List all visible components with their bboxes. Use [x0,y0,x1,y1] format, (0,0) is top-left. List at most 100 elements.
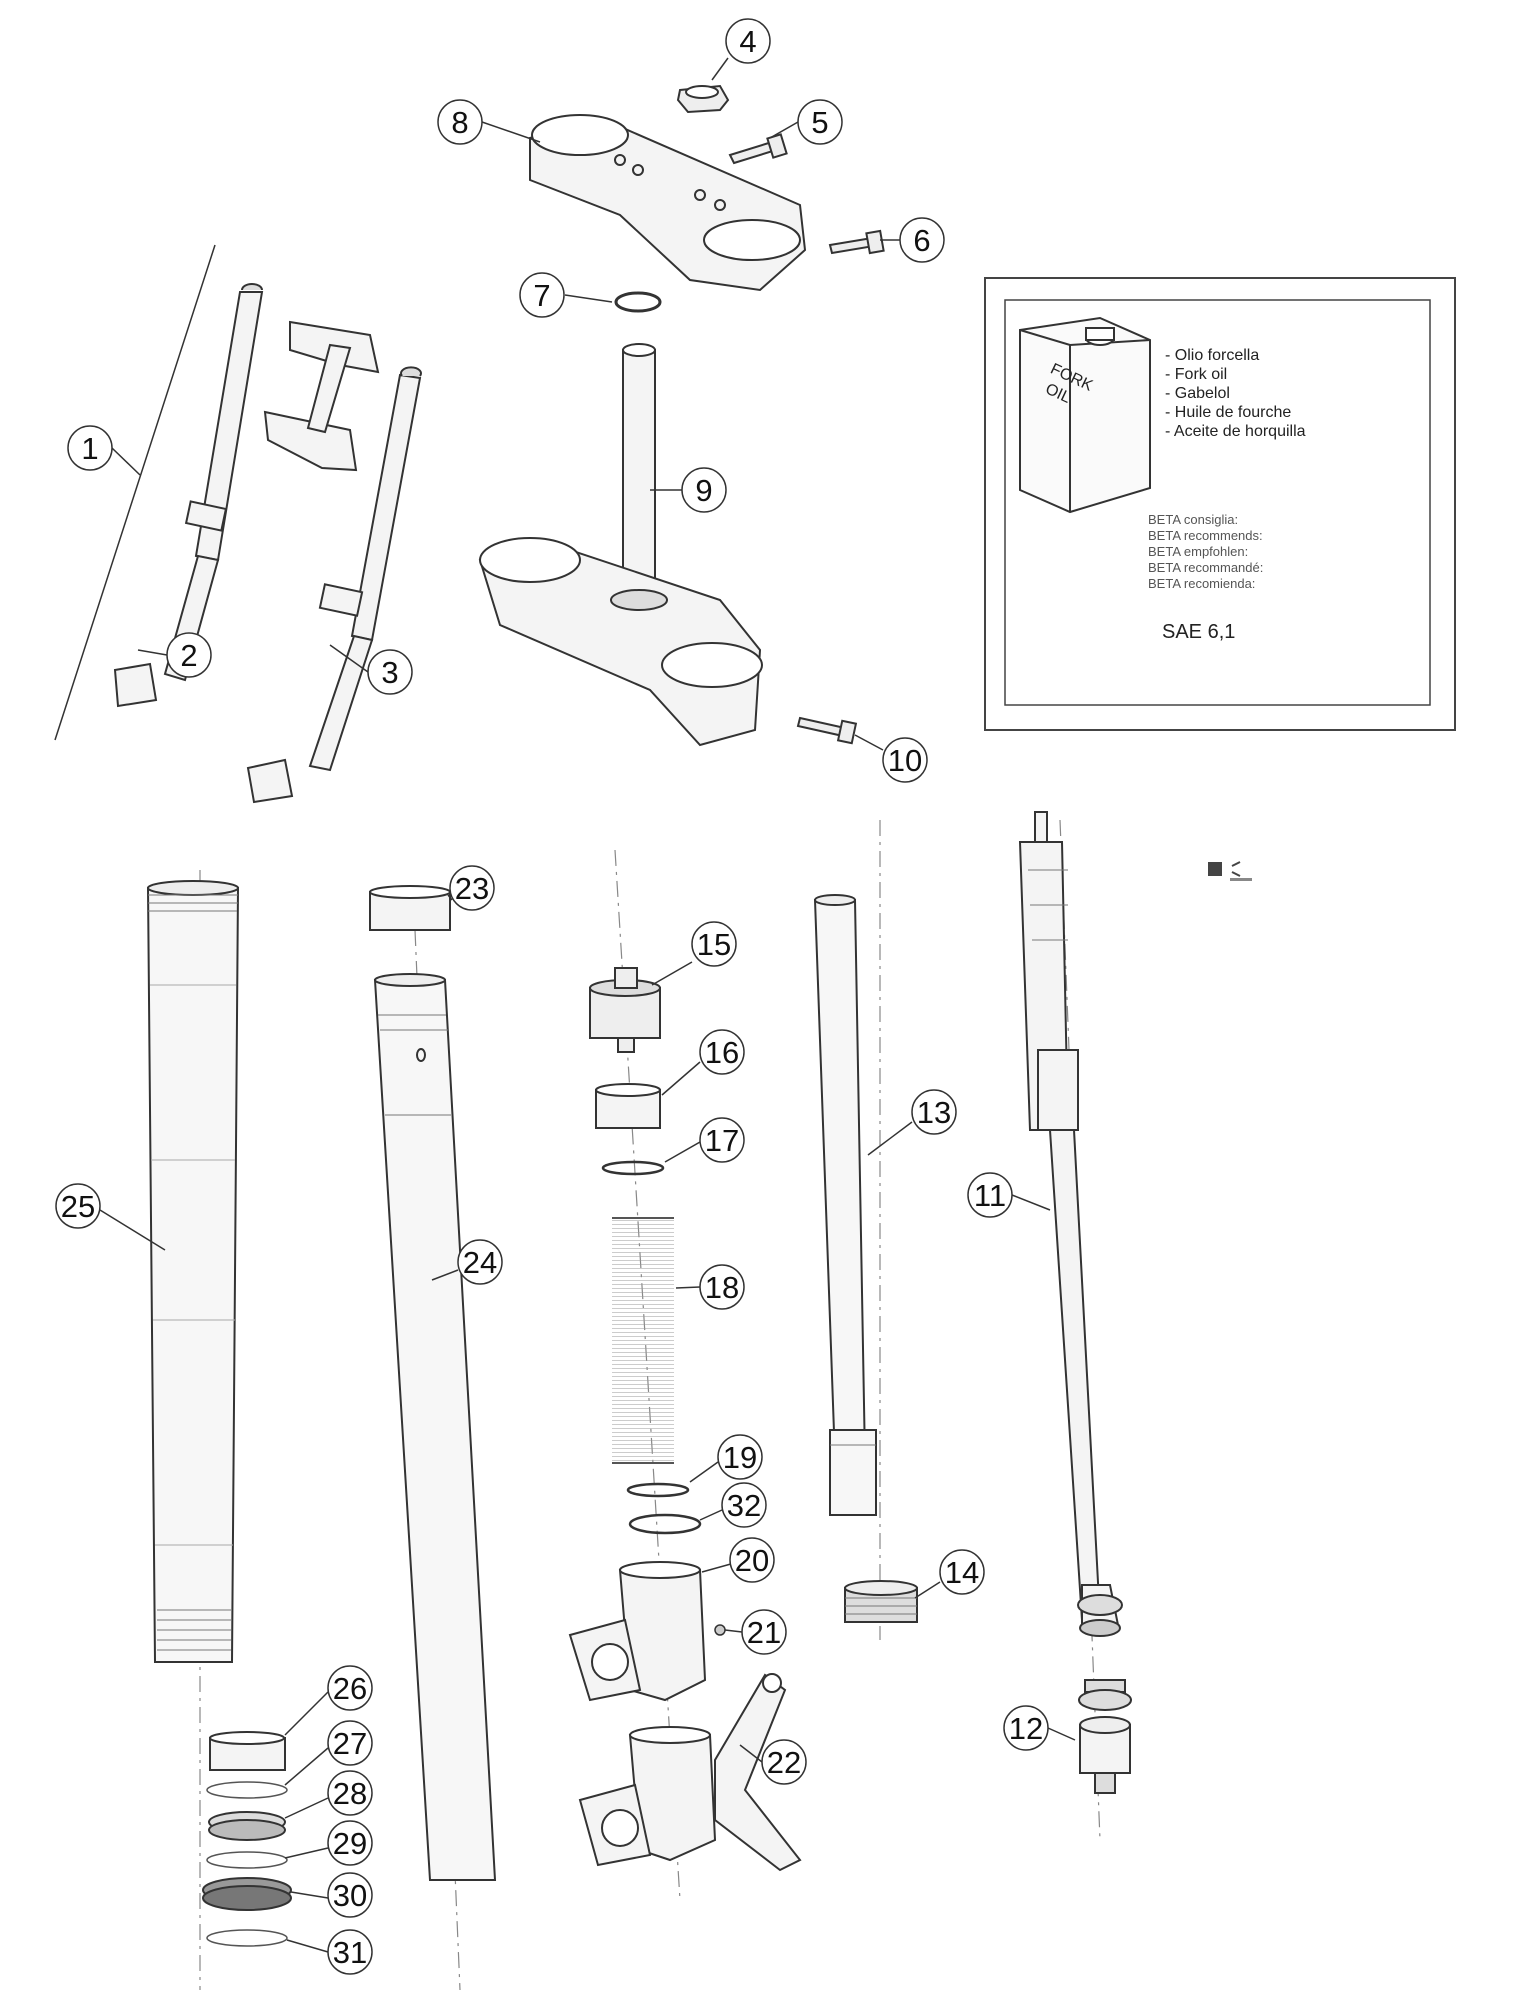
callout-11-label: 11 [974,1178,1006,1213]
callout-30: 30 [327,1872,373,1918]
callout-4-label: 4 [739,24,756,59]
bushing-23 [369,885,451,931]
oil-name-it: - Olio forcella [1165,347,1259,364]
callout-14: 14 [939,1549,985,1595]
oil-can-icon [1019,316,1151,514]
washer-32 [628,1513,702,1535]
leader-lines [99,57,1076,1953]
callout-3: 3 [367,649,413,695]
callout-27: 27 [327,1720,373,1766]
complete-fork-assembly [54,244,422,804]
callout-4: 4 [725,18,771,64]
leader-28 [284,1797,329,1819]
oil-name-en: - Fork oil [1165,366,1227,383]
clamp-bolt-10 [796,716,858,745]
callout-21-label: 21 [747,1615,781,1650]
leader-14 [914,1581,941,1599]
beta-recommends-fr: BETA recommandé: [1148,560,1263,575]
callout-16-label: 16 [705,1035,739,1070]
stem-nut [676,84,730,114]
brand-logo-icon [1208,861,1252,881]
leader-21 [724,1629,743,1633]
callout-31: 31 [327,1929,373,1975]
callout-12: 12 [1003,1705,1049,1751]
callout-17: 17 [699,1117,745,1163]
callout-25-label: 25 [61,1189,95,1224]
ring-nut-14 [844,1580,918,1623]
leader-26 [284,1691,329,1736]
leader-22 [739,1744,763,1763]
bushing-16 [595,1083,661,1129]
dust-seal-30 [202,1877,292,1911]
o-ring [614,291,662,313]
ring-31 [206,1929,288,1947]
leader-30 [290,1891,329,1899]
callout-29-label: 29 [333,1826,367,1861]
callout-24-label: 24 [463,1245,497,1280]
beta-recommends-en: BETA recommends: [1148,528,1263,543]
callout-6: 6 [899,217,945,263]
fork-foot-20 [568,1561,707,1702]
callout-13-label: 13 [917,1095,951,1130]
callout-18-label: 18 [705,1270,739,1305]
callout-31-label: 31 [333,1935,367,1970]
callout-9-label: 9 [695,473,712,508]
callout-2: 2 [166,632,212,678]
callout-13: 13 [911,1089,957,1135]
leader-15 [651,961,693,986]
leader-2 [137,649,168,656]
clamp-bolt-6 [828,229,885,255]
callout-20: 20 [729,1537,775,1583]
callout-16: 16 [699,1029,745,1075]
leader-29 [284,1847,329,1859]
callout-24: 24 [457,1239,503,1285]
leader-27 [284,1747,329,1786]
beta-recommends-it: BETA consiglia: [1148,512,1238,527]
callout-7: 7 [519,272,565,318]
leader-1 [111,447,141,476]
callout-28-label: 28 [333,1776,367,1811]
callout-21: 21 [741,1609,787,1655]
callout-5-label: 5 [811,105,828,140]
callout-12-label: 12 [1009,1711,1043,1746]
callout-15-label: 15 [697,927,731,962]
callout-8: 8 [437,99,483,145]
callout-18: 18 [699,1264,745,1310]
callout-10-label: 10 [888,743,922,778]
leader-8 [481,121,541,143]
bushing-26 [209,1731,286,1771]
washer-27 [206,1781,288,1799]
callout-32-label: 32 [727,1488,761,1523]
leader-7 [564,294,613,303]
oil-name-de: - Gabelol [1165,385,1230,402]
callout-17-label: 17 [705,1123,739,1158]
callout-19: 19 [717,1434,763,1480]
callout-1: 1 [67,425,113,471]
fork-spring [612,1217,674,1464]
oil-name-fr: - Huile de fourche [1165,404,1291,421]
damping-cartridge [1018,811,1123,1637]
clamp-bolt-5 [728,133,788,165]
leader-12 [1047,1727,1076,1741]
callout-6-label: 6 [913,223,930,258]
oil-name-es: - Aceite de horquilla [1165,423,1306,440]
callout-14-label: 14 [945,1555,979,1590]
callout-26-label: 26 [333,1671,367,1706]
leader-3 [329,644,369,673]
callout-10: 10 [882,737,928,783]
leader-10 [854,734,884,751]
tube-13 [813,894,877,1516]
leader-19 [689,1461,719,1483]
callout-28: 28 [327,1770,373,1816]
outer-tube [146,880,240,1663]
callout-32: 32 [721,1482,767,1528]
grub-screw-21 [714,1624,726,1636]
leader-17 [664,1141,701,1163]
callout-23-label: 23 [455,871,489,906]
beta-recommends-de: BETA empfohlen: [1148,544,1248,559]
callout-25: 25 [55,1183,101,1229]
base-valve-12 [1078,1679,1132,1794]
callout-8-label: 8 [451,105,468,140]
leader-32 [699,1509,723,1521]
